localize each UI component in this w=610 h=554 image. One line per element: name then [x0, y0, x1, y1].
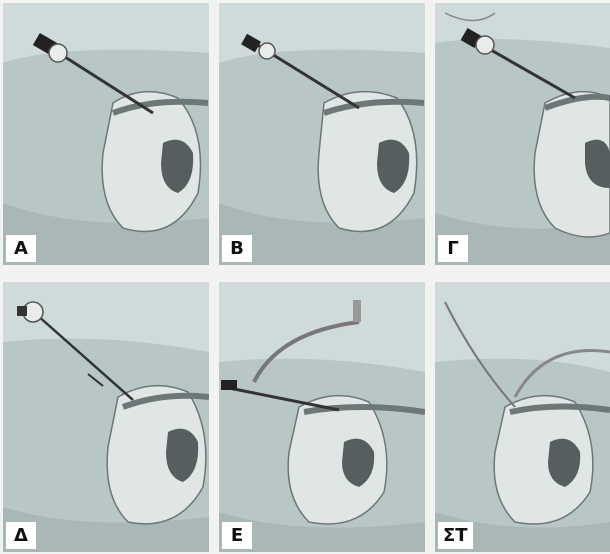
panel-label: Γ	[438, 235, 468, 262]
panel-label: A	[6, 235, 36, 262]
catheter-insertion-illustration	[219, 282, 425, 552]
trocar-puncture-illustration	[3, 3, 209, 265]
panel-b: B	[219, 3, 425, 265]
catheter-placement-illustration	[435, 282, 610, 552]
panel-gamma: Γ	[435, 3, 610, 265]
panel-delta: Δ	[3, 282, 209, 552]
panel-label: Δ	[6, 522, 36, 549]
trocar-puncture-illustration	[219, 3, 425, 265]
panel-epsilon: Ε	[219, 282, 425, 552]
guidewire-insertion-illustration	[3, 282, 209, 552]
panel-label: B	[222, 235, 252, 262]
panel-label: ΣΤ	[438, 522, 473, 549]
panel-a: A	[3, 3, 209, 265]
panel-sigma-tau: ΣΤ	[435, 282, 610, 552]
panel-label: Ε	[222, 522, 252, 549]
trocar-puncture-illustration	[435, 3, 610, 265]
